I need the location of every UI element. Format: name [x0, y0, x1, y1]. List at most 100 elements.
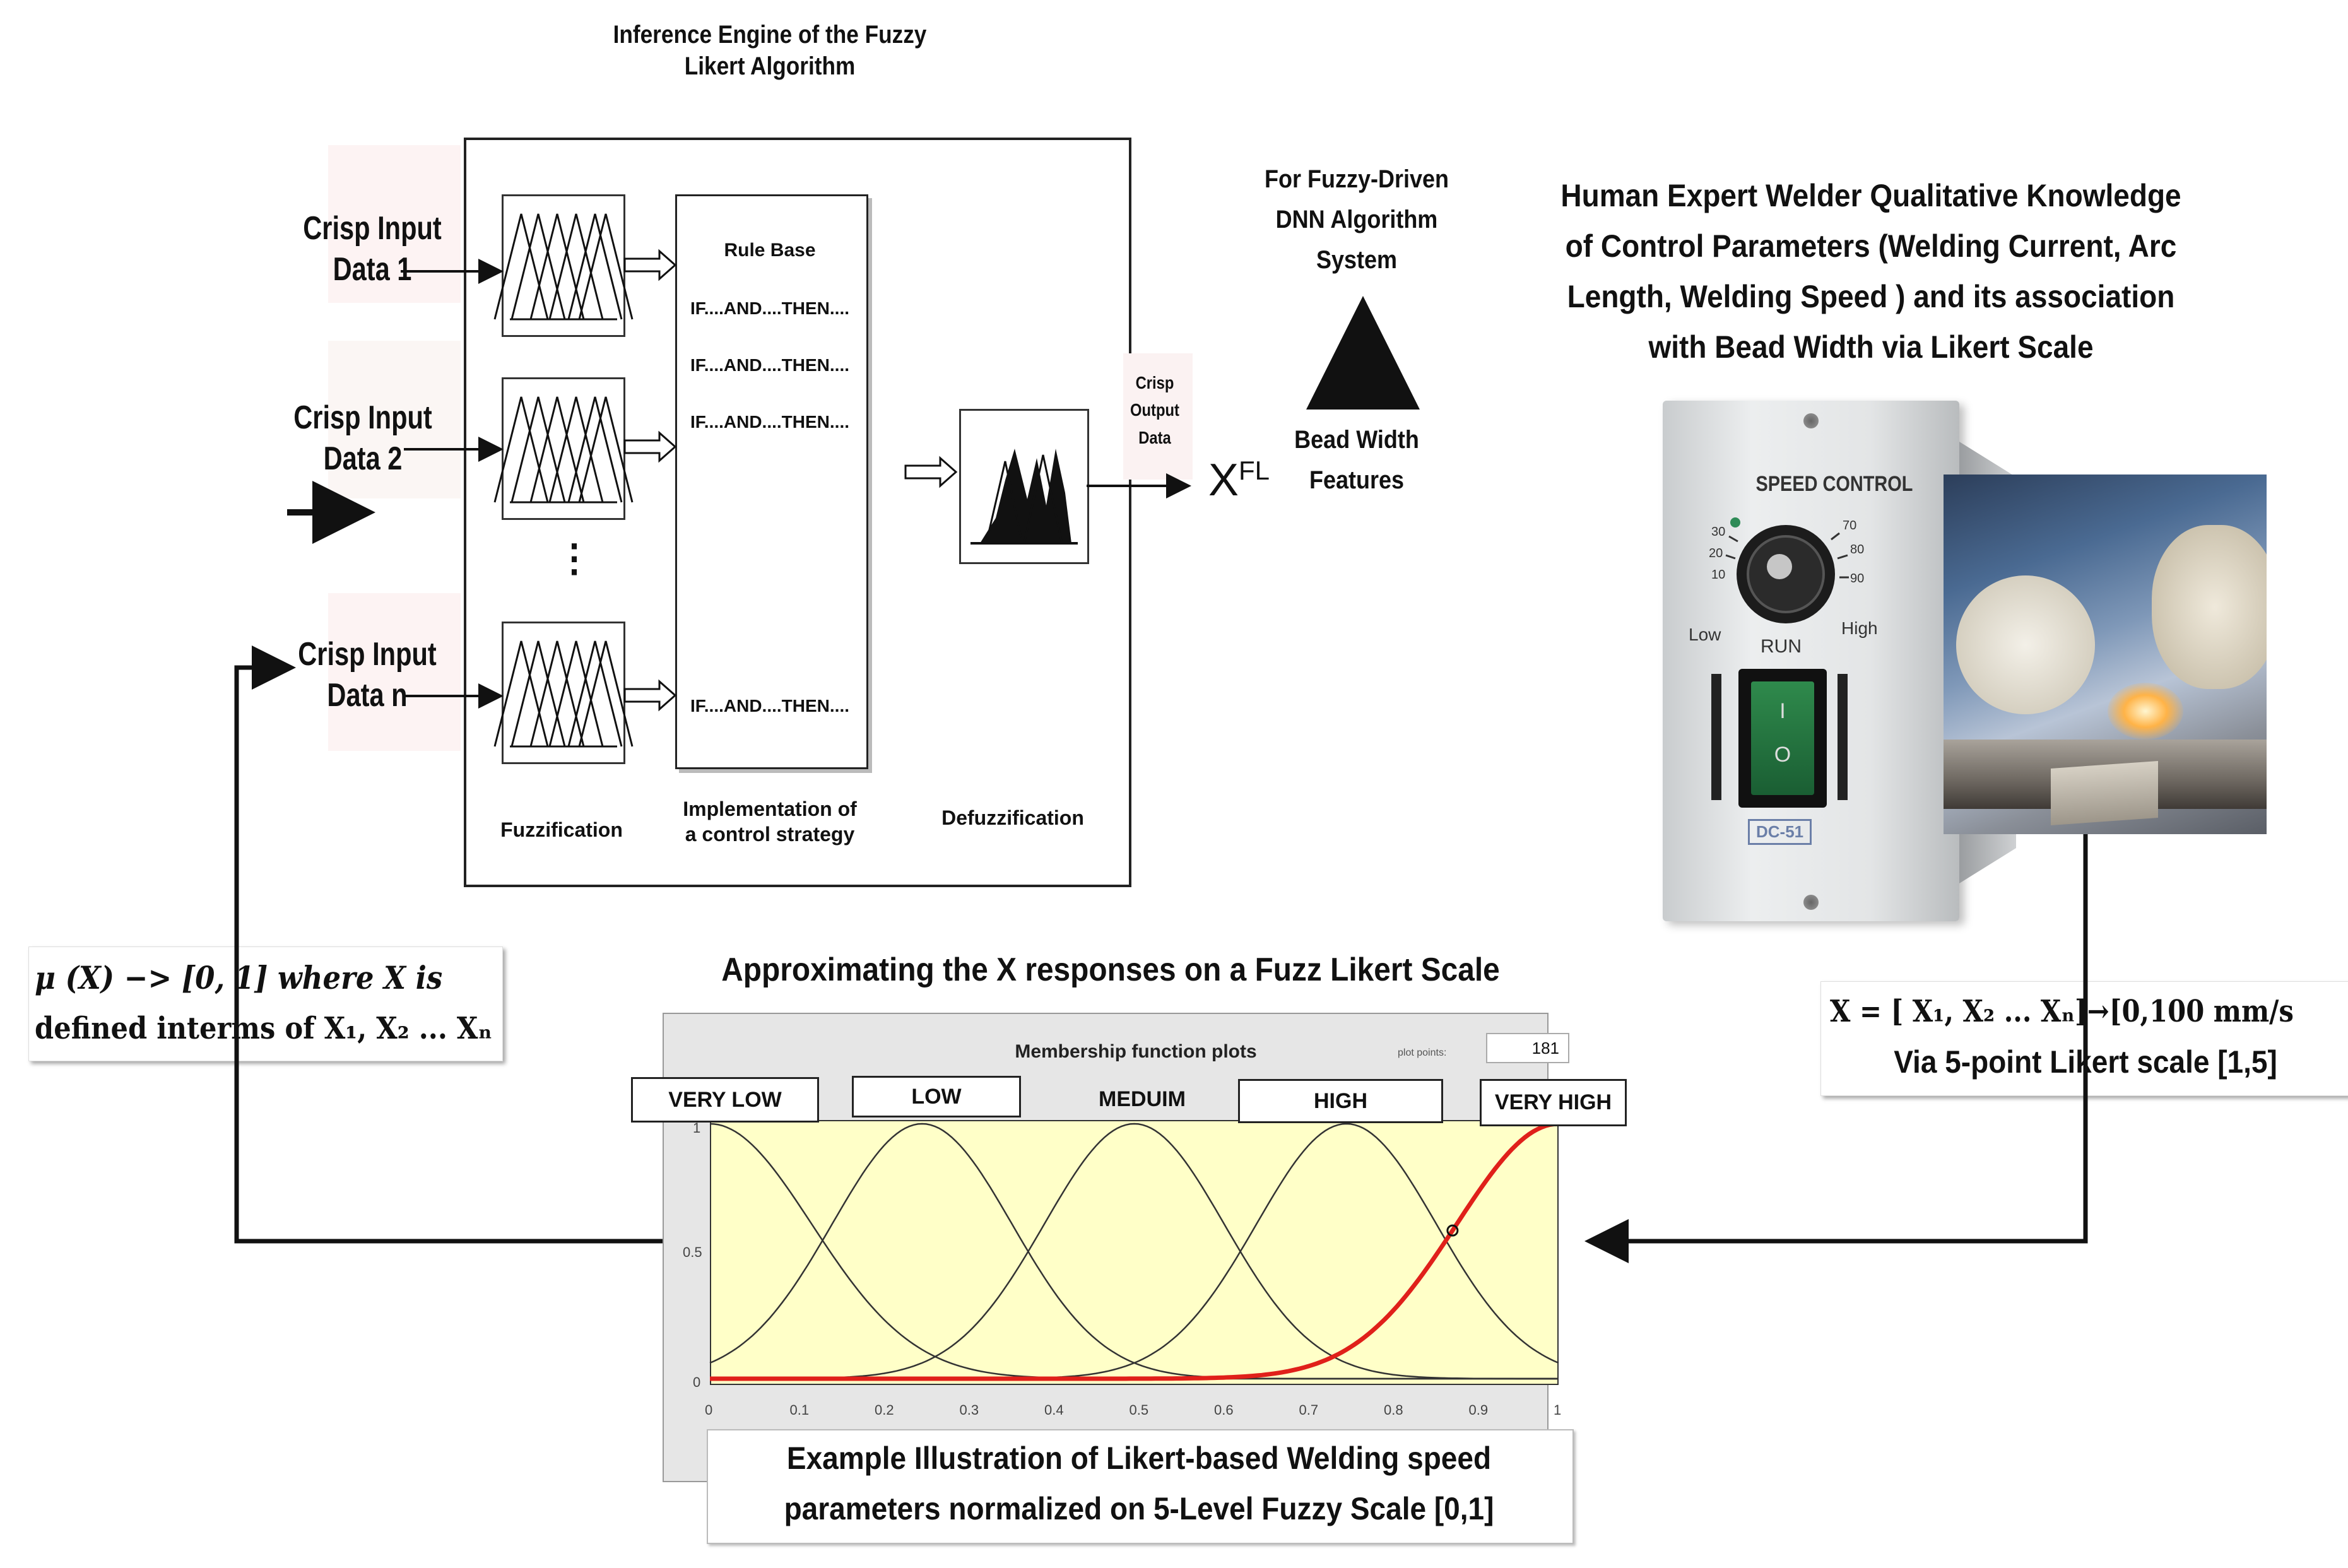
rocker-switch[interactable]: I O [1738, 669, 1827, 808]
mf-label-very-high[interactable]: VERY HIGH [1480, 1079, 1627, 1126]
expert-knowledge-text: Human Expert Welder Qualitative Knowledg… [1560, 178, 2181, 365]
mf-crossing-marker [1446, 1224, 1459, 1237]
x-tick-label: 0.9 [1468, 1402, 1489, 1418]
x-definition-line2: Via 5-point Likert scale [1,5] [1894, 1044, 2277, 1080]
switch-on-mark: I [1779, 699, 1786, 723]
y-tick-1: 1 [693, 1120, 701, 1136]
mf-icon-triangle [548, 396, 604, 503]
engine-title: Inference Engine of the Fuzzy Likert Alg… [613, 21, 927, 80]
plot-points-field[interactable]: 181 [1486, 1033, 1569, 1063]
mf-icon-triangle [578, 640, 634, 747]
mf-label-high[interactable]: HIGH [1238, 1079, 1443, 1123]
mf-icon-triangle [567, 396, 623, 503]
mf-series-meduim [710, 1123, 1559, 1380]
x-tick-label: 0 [705, 1402, 713, 1418]
output-symbol-x: X [1208, 455, 1239, 505]
screw-top-icon [1803, 413, 1819, 428]
screw-bottom-icon [1803, 895, 1819, 910]
mf-icon-triangle [510, 640, 566, 747]
mf-series-very-high [710, 1121, 1559, 1381]
output-symbol-sup: FL [1239, 456, 1270, 485]
fuzzification-label: Fuzzification [500, 818, 623, 841]
mf-icon-triangle [529, 640, 585, 747]
welding-arc-glow [2108, 683, 2183, 740]
rule-3: IF....AND....THEN.... [690, 412, 849, 432]
bead-width-label: Bead Width Features [1294, 426, 1419, 494]
defuzzifier [959, 409, 1089, 564]
x-tick-label: 0.2 [875, 1402, 894, 1418]
plot-caption-box [707, 1429, 1574, 1544]
mf-label-medium[interactable]: MEDUIM [1099, 1087, 1186, 1111]
mf-plot-curves [709, 1121, 1559, 1381]
welding-glove-left [1956, 575, 2095, 714]
plot-caption-line1: Example Illustration of Likert-based Wel… [786, 1441, 1492, 1476]
input-shade-1 [328, 145, 461, 303]
crisp-input-n-label: Crisp Input Data n [292, 634, 443, 716]
rule-n: IF....AND....THEN.... [690, 696, 849, 716]
dial-number-90: 90 [1850, 572, 1865, 586]
implementation-label: Implementation of a control strategy [683, 798, 857, 846]
fuzzifier-1-icon [493, 213, 634, 321]
defuzzification-label: Defuzzification [941, 806, 1084, 829]
crisp-input-n-line1: Crisp Input [298, 636, 437, 673]
dial-number-10: 10 [1711, 568, 1726, 582]
mf-label-low[interactable]: LOW [852, 1076, 1021, 1117]
mf-icon-triangle [510, 213, 566, 320]
mf-plot-area [710, 1120, 1559, 1385]
switch-slot-right [1838, 674, 1848, 800]
mf-icon-triangle [493, 396, 549, 503]
dial-number-70: 70 [1843, 519, 1857, 533]
crisp-input-2-line1: Crisp Input [293, 399, 432, 436]
crisp-input-1-line1: Crisp Input [303, 210, 442, 247]
dial-number-80: 80 [1850, 543, 1865, 557]
switch-off-mark: O [1774, 743, 1791, 767]
fuzzifier-1 [493, 194, 634, 337]
output-shade [1123, 353, 1193, 480]
fuzzifier-2-icon [493, 396, 634, 504]
mu-definition-line1: μ (X) −> [0, 1] where X is [35, 959, 443, 996]
defuzzifier-icon [970, 449, 1078, 545]
x-tick-label: 0.6 [1214, 1402, 1234, 1418]
mf-series-low [709, 1123, 1559, 1380]
rule-base-title: Rule Base [724, 240, 816, 261]
x-tick-label: 0.1 [789, 1402, 810, 1418]
mf-icon-triangle [548, 640, 604, 747]
dial-run-label: RUN [1761, 636, 1802, 657]
plot-caption-line2: parameters normalized on 5-Level Fuzzy S… [784, 1491, 1494, 1526]
fuzzifier-2 [493, 377, 634, 520]
x-definition-line1: X = [ X₁, X₂ ... Xₙ]→[0,100 mm/s [1830, 994, 2294, 1029]
mu-definition-line2: defined interms of X₁, X₂ ... Xₙ [35, 1011, 492, 1046]
dial-number-30: 30 [1711, 525, 1726, 539]
rocker-switch-face: I O [1751, 681, 1814, 795]
mf-icon-triangle [529, 213, 585, 320]
mf-icon-triangle [567, 640, 623, 747]
crisp-input-1-label: Crisp Input Data 1 [297, 208, 448, 290]
crisp-input-2-line2: Data 2 [323, 440, 403, 477]
mf-series-high [710, 1123, 1559, 1380]
rule-2: IF....AND....THEN.... [690, 355, 849, 375]
plot-heading: Approximating the X responses on a Fuzz … [721, 952, 1500, 988]
output-symbol: XFL [1208, 454, 1270, 506]
switch-slot-left [1711, 674, 1721, 800]
crisp-input-1-line2: Data 1 [333, 251, 412, 288]
mf-icon-triangle [548, 213, 604, 320]
dial-number-20: 20 [1709, 546, 1723, 560]
dial-low-label: Low [1689, 625, 1721, 644]
x-tick-label: 0.5 [1129, 1402, 1149, 1418]
fuzzifier-n [493, 622, 634, 764]
input-shade-2 [328, 341, 461, 498]
fuzzifier-ellipsis: ⋮ [555, 537, 593, 579]
fuzzifier-n-icon [493, 640, 634, 748]
x-tick-label: 0.7 [1299, 1402, 1319, 1418]
x-tick-label: 0.8 [1384, 1402, 1403, 1418]
speed-control-title: SPEED CONTROL [1755, 472, 1913, 496]
crisp-input-2-label: Crisp Input Data 2 [287, 398, 439, 480]
welding-block [2051, 761, 2158, 825]
crisp-input-n-line2: Data n [327, 677, 408, 714]
y-tick-0-5: 0.5 [683, 1244, 702, 1260]
mf-label-very-low[interactable]: VERY LOW [631, 1077, 819, 1123]
mf-series-very-low [709, 1123, 1559, 1380]
y-tick-0: 0 [693, 1374, 701, 1390]
x-tick-label: 1 [1554, 1402, 1562, 1418]
rule-base-box [675, 194, 868, 769]
